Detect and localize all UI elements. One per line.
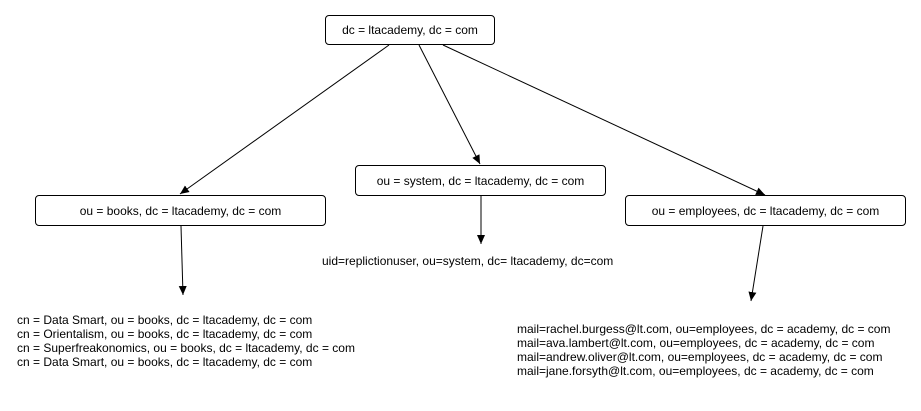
- system-entry-label: uid=replictionuser, ou=system, dc= ltaca…: [322, 254, 614, 268]
- node-employees-label: ou = employees, dc = ltacademy, dc = com: [651, 203, 880, 218]
- book-entry: cn = Superfreakonomics, ou = books, dc =…: [17, 341, 355, 355]
- employee-entries-list: mail=rachel.burgess@lt.com, ou=employees…: [517, 322, 890, 378]
- book-entry: cn = Data Smart, ou = books, dc = ltacad…: [17, 355, 313, 369]
- node-system-label: ou = system, dc = ltacademy, dc = com: [376, 173, 585, 188]
- book-entries-list: cn = Data Smart, ou = books, dc = ltacad…: [17, 313, 355, 369]
- employee-entry: mail=jane.forsyth@lt.com, ou=employees, …: [517, 364, 874, 378]
- system-entry: uid=replictionuser, ou=system, dc= ltaca…: [322, 254, 613, 268]
- node-books: ou = books, dc = ltacademy, dc = com: [35, 195, 326, 226]
- edge-books-to-entries: [178, 225, 187, 296]
- employee-entry: mail=rachel.burgess@lt.com, ou=employees…: [517, 322, 891, 336]
- edge-root-to-books: [179, 44, 390, 195]
- book-entry: cn = Data Smart, ou = books, dc = ltacad…: [17, 313, 313, 327]
- node-root-label: dc = ltacademy, dc = com: [342, 23, 478, 37]
- edge-root-to-employees: [442, 44, 766, 196]
- employee-entry: mail=ava.lambert@lt.com, ou=employees, d…: [517, 336, 875, 350]
- node-root: dc = ltacademy, dc = com: [325, 15, 495, 45]
- node-system: ou = system, dc = ltacademy, dc = com: [355, 165, 606, 196]
- node-books-label: ou = books, dc = ltacademy, dc = com: [79, 203, 282, 218]
- edge-employees-to-entries: [748, 225, 764, 302]
- book-entry: cn = Orientalism, ou = books, dc = ltaca…: [17, 327, 313, 341]
- node-employees: ou = employees, dc = ltacademy, dc = com: [625, 195, 906, 226]
- edge-root-to-system: [418, 44, 481, 165]
- employee-entry: mail=andrew.oliver@lt.com, ou=employees,…: [517, 350, 883, 364]
